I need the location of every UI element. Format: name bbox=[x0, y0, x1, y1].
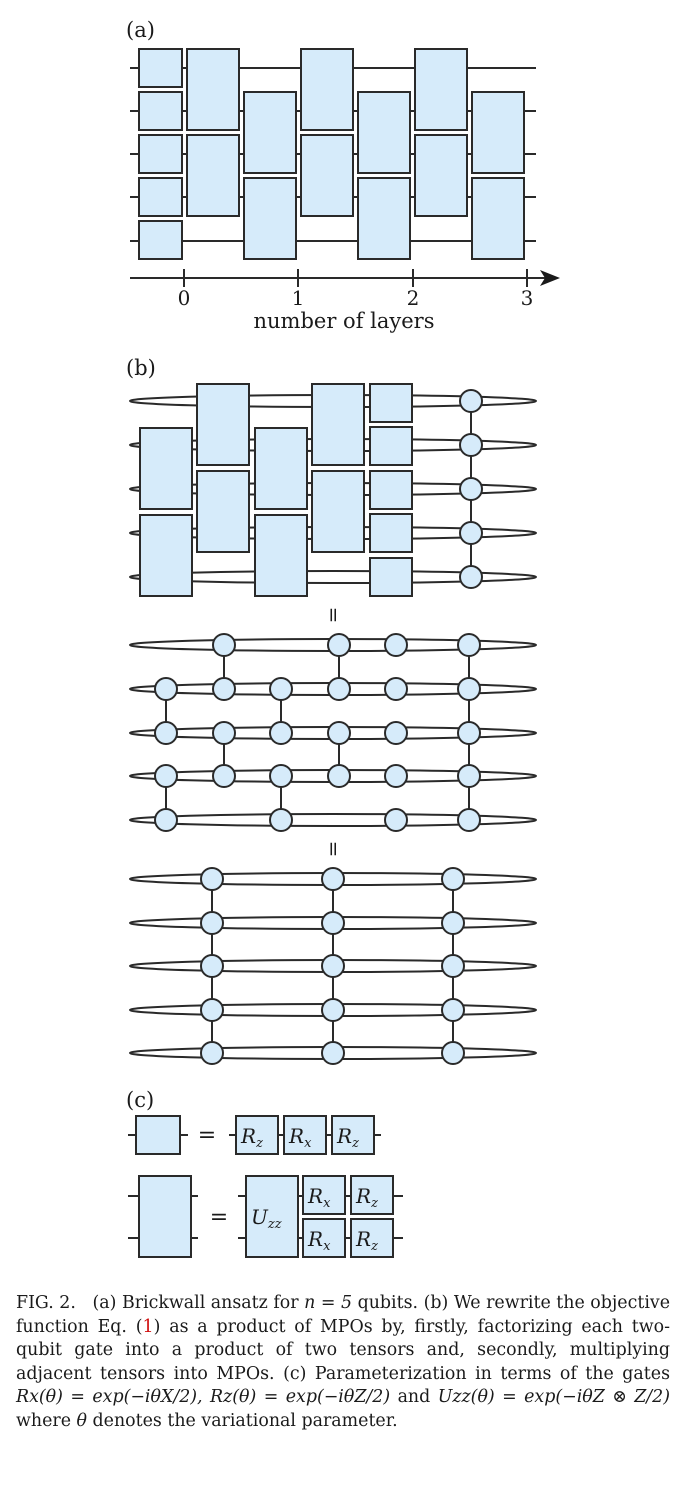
single-qubit-gate bbox=[138, 134, 183, 174]
rx-gate-label: R bbox=[288, 1124, 304, 1148]
two-qubit-gate bbox=[311, 383, 365, 466]
tensor-node bbox=[459, 565, 483, 589]
two-qubit-gate bbox=[186, 134, 240, 217]
tensor-network-bonds bbox=[165, 645, 470, 820]
axis-tick-label: 2 bbox=[407, 286, 420, 310]
rx-gate-label: R bbox=[307, 1184, 323, 1208]
axis-tick-label: 1 bbox=[292, 286, 305, 310]
two-qubit-gate bbox=[186, 48, 240, 131]
caption-part-c: (c) Parameterization in terms of the gat… bbox=[283, 1363, 670, 1384]
two-qubit-gate bbox=[196, 470, 250, 553]
mpo-nodes bbox=[200, 867, 465, 1065]
figure-caption: FIG. 2. (a) Brickwall ansatz for n = 5 q… bbox=[16, 1293, 671, 1431]
single-qubit-gate bbox=[138, 220, 183, 260]
rz-definition: Rz(θ) = exp(−iθZ/2) bbox=[210, 1387, 391, 1408]
two-qubit-gate bbox=[139, 427, 193, 510]
rz-gate-label: R bbox=[355, 1184, 371, 1208]
rz-gate-label: R bbox=[355, 1227, 371, 1251]
svg-text:Rx: Rx bbox=[307, 1227, 331, 1254]
equals-sign: = bbox=[210, 1205, 228, 1230]
two-qubit-gate bbox=[471, 177, 525, 260]
single-qubit-gate bbox=[369, 557, 413, 597]
two-qubit-gate bbox=[300, 48, 354, 131]
two-qubit-gate bbox=[414, 134, 468, 217]
brickwall-gates bbox=[138, 48, 525, 260]
svg-text:Rz: Rz bbox=[336, 1124, 359, 1151]
two-qubit-gate bbox=[254, 514, 308, 597]
tensor-node bbox=[459, 521, 483, 545]
rz-gate-label: R bbox=[336, 1124, 352, 1148]
single-qubit-gate bbox=[369, 383, 413, 423]
svg-text:Rz: Rz bbox=[355, 1227, 378, 1254]
equation-reference-link[interactable]: 1 bbox=[142, 1316, 154, 1337]
single-qubit-gate bbox=[138, 177, 183, 217]
rx-gate-label: R bbox=[307, 1227, 323, 1251]
equals-sign: = bbox=[322, 607, 346, 624]
svg-text:Rx: Rx bbox=[307, 1184, 331, 1211]
svg-text:Uzz: Uzz bbox=[251, 1205, 282, 1232]
two-qubit-gate bbox=[414, 48, 468, 131]
two-qubit-decomposition: = Uzz Rx Rz Rx Rz bbox=[128, 1175, 403, 1258]
two-qubit-gate bbox=[357, 177, 411, 260]
panel-b-label: (b) bbox=[126, 356, 156, 380]
caption-n-equation: n = 5 bbox=[304, 1293, 353, 1313]
single-qubit-gate bbox=[138, 48, 183, 88]
single-qubit-gate bbox=[369, 426, 413, 466]
tensor-node bbox=[459, 433, 483, 457]
single-qubit-gate bbox=[369, 513, 413, 553]
caption-part-a: (a) Brickwall ansatz for bbox=[92, 1293, 299, 1313]
two-qubit-gate bbox=[139, 514, 193, 597]
tensor-network-nodes bbox=[154, 633, 481, 832]
two-qubit-gate bbox=[243, 91, 297, 174]
figure-diagram: (a) bbox=[126, 18, 560, 1258]
two-qubit-gate bbox=[196, 383, 250, 466]
mpo-column bbox=[459, 389, 483, 589]
svg-text:Rx: Rx bbox=[288, 1124, 312, 1151]
caption-fig-number: FIG. 2. bbox=[16, 1293, 76, 1313]
theta-symbol: θ bbox=[76, 1410, 87, 1431]
mpo-gate-blocks bbox=[139, 383, 413, 597]
caption-part-b: (b) We rewrite the objective function Eq… bbox=[16, 1293, 671, 1337]
two-qubit-gate bbox=[254, 427, 308, 510]
two-qubit-gate bbox=[300, 134, 354, 217]
single-qubit-gate bbox=[369, 470, 413, 510]
axis-tick-label: 0 bbox=[178, 286, 191, 310]
equals-sign: = bbox=[322, 841, 346, 858]
tensor-node bbox=[459, 389, 483, 413]
uzz-gate-label: U bbox=[251, 1205, 269, 1229]
svg-text:Rz: Rz bbox=[355, 1184, 378, 1211]
two-qubit-gate bbox=[357, 91, 411, 174]
axis-tick-label: 3 bbox=[521, 286, 534, 310]
two-qubit-gate bbox=[471, 91, 525, 174]
panel-a-label: (a) bbox=[126, 18, 155, 42]
svg-text:Rz: Rz bbox=[240, 1124, 263, 1151]
panel-c-label: (c) bbox=[126, 1088, 154, 1112]
rx-definition: Rx(θ) = exp(−iθX/2), bbox=[16, 1387, 203, 1408]
single-qubit-decomposition: = Rz Rx Rz bbox=[128, 1115, 381, 1155]
layers-axis: 0 1 2 3 number of layers bbox=[130, 269, 560, 333]
tensor-node bbox=[459, 477, 483, 501]
two-qubit-gate bbox=[311, 470, 365, 553]
two-qubit-gate bbox=[243, 177, 297, 260]
axis-label: number of layers bbox=[254, 309, 435, 333]
uzz-definition: Uzz(θ) = exp(−iθZ ⊗ Z/2) bbox=[437, 1387, 671, 1408]
equals-sign: = bbox=[198, 1123, 216, 1148]
rz-gate-label: R bbox=[240, 1124, 256, 1148]
single-qubit-gate bbox=[138, 91, 183, 131]
